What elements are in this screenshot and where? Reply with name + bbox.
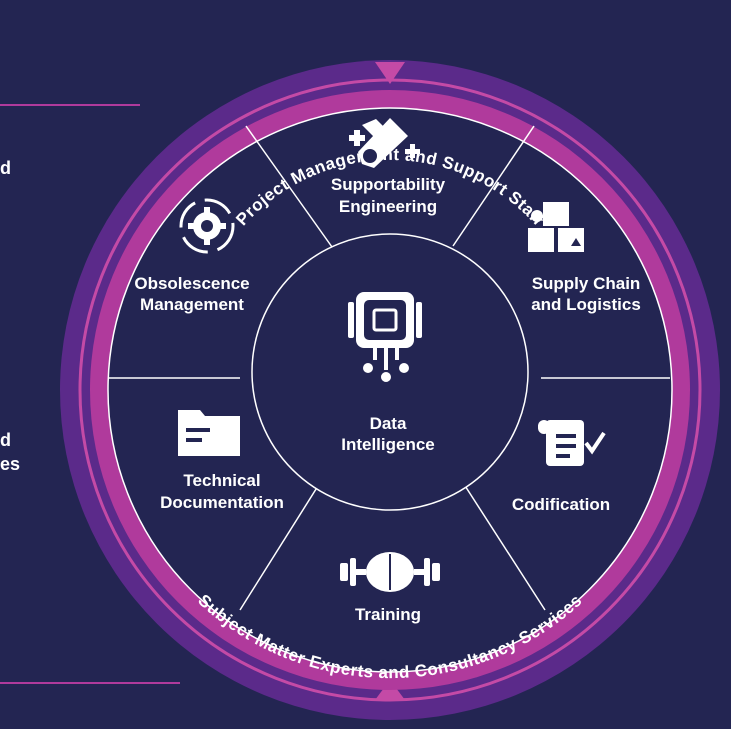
brain-dumbbell-icon	[340, 552, 440, 592]
segment-label-line2: Management	[140, 295, 244, 314]
side-text-fragment-1: d	[0, 158, 11, 178]
segment-codification: Codification	[512, 420, 610, 514]
segment-dividers	[108, 125, 670, 611]
left-divider-bottom	[0, 682, 180, 684]
segment-label-line2: Engineering	[339, 197, 437, 216]
boxes-icon	[528, 202, 584, 252]
chip-icon	[348, 292, 422, 382]
folder-icon	[178, 410, 240, 456]
segment-label-line1: Obsolescence	[134, 274, 249, 293]
top-arrow	[375, 62, 405, 84]
left-divider-top	[0, 104, 140, 106]
segment-label-line2: Documentation	[160, 493, 284, 512]
segment-technical-documentation: Technical Documentation	[160, 410, 284, 512]
cycle-gear-icon	[179, 198, 235, 254]
segment-supply-chain: Supply Chain and Logistics	[528, 202, 641, 314]
center-label-line2: Intelligence	[341, 435, 435, 454]
segment-supportability-engineering: Supportability Engineering	[331, 118, 446, 216]
segment-label-line1: Training	[355, 605, 421, 624]
side-text-fragment-3: es	[0, 454, 21, 474]
segment-label-line1: Supply Chain	[532, 274, 641, 293]
center-label-line1: Data	[370, 414, 407, 433]
segment-obsolescence-management: Obsolescence Management	[134, 198, 250, 314]
tools-icon	[349, 118, 420, 168]
segment-label-line1: Codification	[512, 495, 610, 514]
center-circle	[251, 233, 529, 511]
side-text-fragment-2: d	[0, 430, 11, 450]
segment-label-line1: Supportability	[331, 175, 446, 194]
segment-training: Training	[340, 552, 440, 624]
segment-label-line1: Technical	[183, 471, 260, 490]
document-check-icon	[538, 420, 606, 466]
segment-label-line2: and Logistics	[531, 295, 641, 314]
